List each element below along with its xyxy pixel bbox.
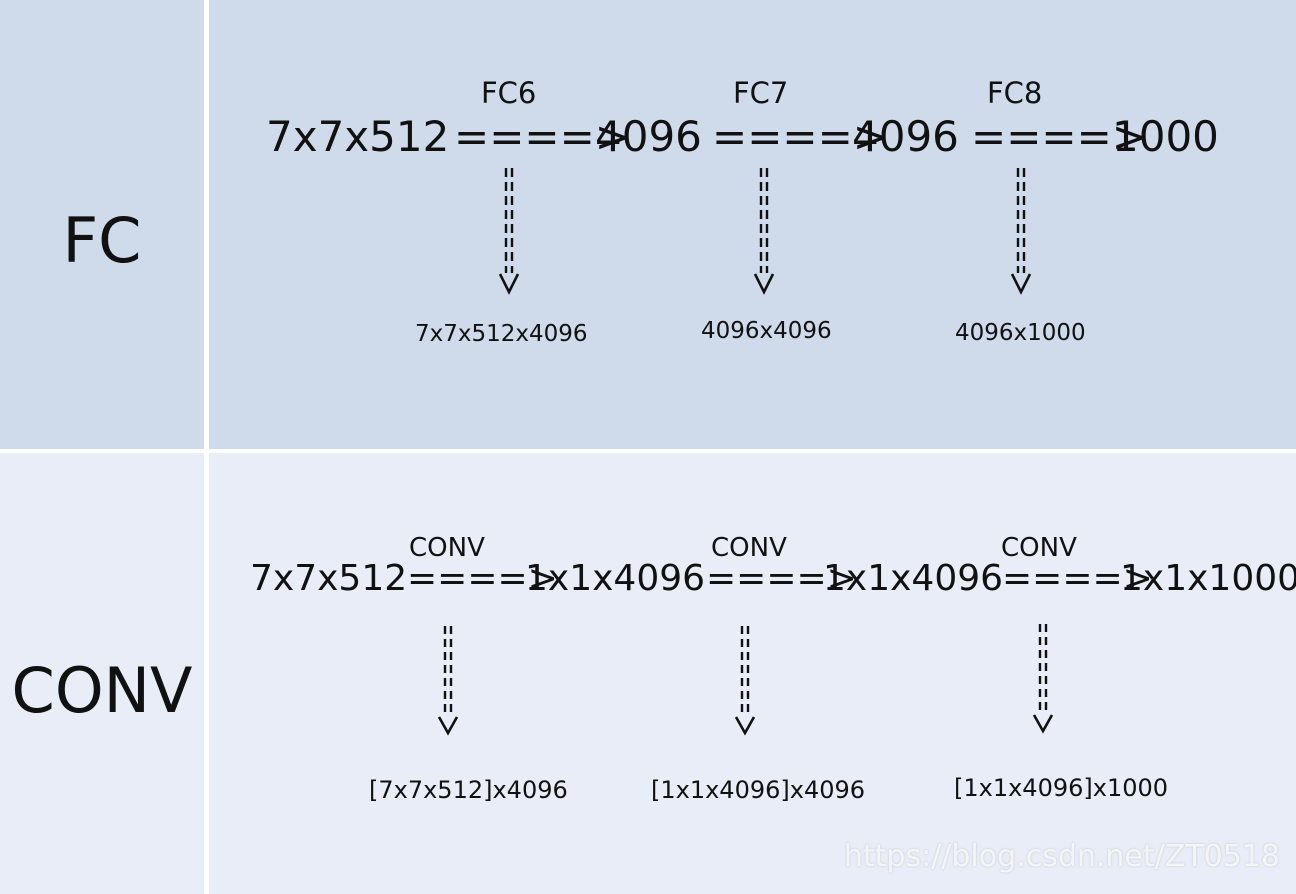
fc-header-cell: FC: [0, 0, 204, 449]
conv-op-label-2: CONV: [711, 533, 787, 563]
conv-down-arrow-2-icon: [734, 626, 756, 736]
fc-row-label: FC: [62, 204, 142, 277]
conv-header-cell: CONV: [0, 453, 204, 894]
fc8-down-arrow-icon: [1010, 168, 1032, 295]
fc7-weight-shape: 4096x4096: [701, 318, 832, 344]
conv-op-label-1: CONV: [409, 533, 485, 563]
conv-row-label: CONV: [11, 654, 193, 727]
fc8-weight-shape: 4096x1000: [955, 320, 1086, 346]
fc-arrow-1: ====>: [454, 112, 630, 161]
fc-output-fc7: 4096: [852, 112, 959, 161]
conv-arrow-1: ====>: [407, 558, 558, 599]
conv-row: CONV 7x7x512 ====> 1x1x4096 ====> 1x1x40…: [0, 453, 1296, 894]
conv-weight-shape-3: [1x1x4096]x1000: [954, 774, 1169, 802]
conv-down-arrow-1-icon: [437, 626, 459, 736]
fc-output-fc8: 1000: [1112, 112, 1219, 161]
fc6-down-arrow-icon: [498, 168, 520, 295]
fc-arrow-3: ====>: [971, 112, 1147, 161]
conv-op-label-3: CONV: [1001, 533, 1077, 563]
conv-content-cell: 7x7x512 ====> 1x1x4096 ====> 1x1x4096 ==…: [209, 453, 1296, 894]
conv-input-shape: 7x7x512: [250, 558, 408, 599]
conv-down-arrow-3-icon: [1032, 624, 1054, 734]
fc-arrow-2: ====>: [712, 112, 888, 161]
conv-arrow-3: ====>: [1002, 558, 1153, 599]
conv-output-2: 1x1x4096: [823, 558, 1004, 599]
conv-arrow-2: ====>: [706, 558, 857, 599]
fc7-label: FC7: [733, 76, 789, 110]
fc-input-shape: 7x7x512: [266, 112, 450, 161]
fc-content-cell: 7x7x512 ====> 4096 ====> 4096 ====> 1000…: [209, 0, 1296, 449]
conv-weight-shape-2: [1x1x4096]x4096: [651, 776, 866, 804]
conv-weight-shape-1: [7x7x512]x4096: [369, 776, 568, 804]
fc6-label: FC6: [481, 76, 537, 110]
fc-output-fc6: 4096: [595, 112, 702, 161]
fc-row: FC 7x7x512 ====> 4096 ====> 4096 ====> 1…: [0, 0, 1296, 449]
fc7-down-arrow-icon: [753, 168, 775, 295]
conv-output-3: 1x1x1000: [1120, 558, 1296, 599]
conv-output-1: 1x1x4096: [525, 558, 706, 599]
fc6-weight-shape: 7x7x512x4096: [415, 321, 588, 347]
watermark-url: https://blog.csdn.net/ZT0518: [843, 839, 1280, 874]
fc8-label: FC8: [987, 76, 1043, 110]
